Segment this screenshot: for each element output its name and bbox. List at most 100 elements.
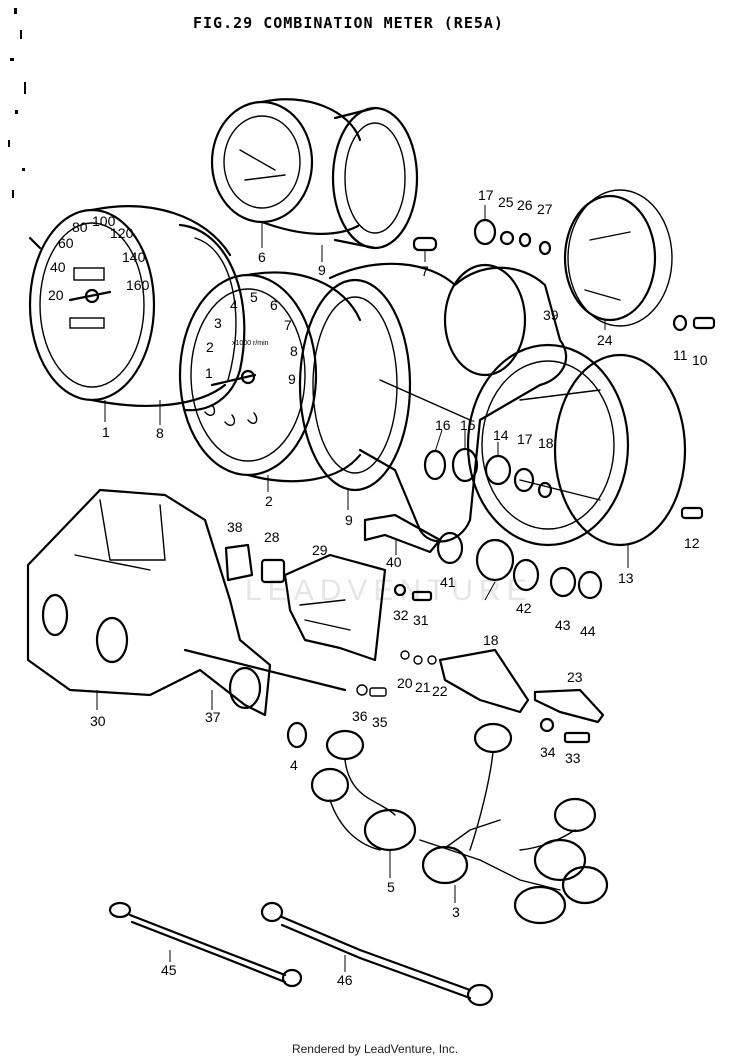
speedometer-cable-45[interactable] <box>108 901 303 988</box>
tacho-scale-label: 8 <box>290 343 298 359</box>
cap-27 <box>538 240 552 256</box>
callout-1: 1 <box>102 424 110 440</box>
tacho-scale-label: 6 <box>270 297 278 313</box>
washer-42 <box>512 558 540 592</box>
washer-20 <box>400 650 410 660</box>
callout-42: 42 <box>516 600 532 616</box>
screw-33 <box>563 731 591 744</box>
meter-case-8[interactable] <box>178 223 246 412</box>
cushion-7 <box>412 236 438 252</box>
callout-9-lower: 9 <box>345 512 353 528</box>
speedo-scale-label: 20 <box>48 287 64 303</box>
bracket-23[interactable] <box>533 688 605 724</box>
callout-22: 22 <box>432 683 448 699</box>
indicator-lens-28[interactable] <box>260 558 286 584</box>
grommet-17b <box>513 467 535 493</box>
screw-10 <box>692 316 716 330</box>
small-hardware[interactable] <box>356 218 716 744</box>
speedo-scale: 20 40 60 80 100 120 140 160 <box>48 213 150 303</box>
meter-case-9-lower[interactable] <box>298 278 412 492</box>
callout-25: 25 <box>498 194 514 210</box>
nut-18 <box>537 481 553 499</box>
callout-3: 3 <box>452 904 460 920</box>
callout-26: 26 <box>517 197 533 213</box>
speedo-scale-label: 40 <box>50 259 66 275</box>
callout-17a: 17 <box>478 187 494 203</box>
screw-31 <box>411 590 433 602</box>
tachometer-cable-46[interactable] <box>260 901 494 1007</box>
callout-30: 30 <box>90 713 106 729</box>
figure-title: FIG.29 COMBINATION METER (RE5A) <box>193 14 504 32</box>
callout-labels: 1 2 3 4 5 6 7 8 9 9 10 11 12 13 14 15 16… <box>90 187 708 988</box>
callout-16: 16 <box>435 417 451 433</box>
tacho-scale-label: 3 <box>214 315 222 331</box>
tacho-scale: 1 2 3 4 5 6 7 8 9 x1000 r/min <box>205 289 298 387</box>
callout-13: 13 <box>618 570 634 586</box>
nut-44 <box>577 570 603 600</box>
screw-12 <box>680 506 704 520</box>
callout-31: 31 <box>413 612 429 628</box>
washer-36 <box>356 684 368 696</box>
footer-credit: Rendered by LeadVenture, Inc. <box>291 1042 459 1056</box>
callout-14: 14 <box>493 427 509 443</box>
socket-15 <box>451 447 479 483</box>
callout-6: 6 <box>258 249 266 265</box>
callout-9-upper: 9 <box>318 262 326 278</box>
callout-44: 44 <box>580 623 596 639</box>
leader-lines <box>96 205 629 972</box>
callout-29: 29 <box>312 542 328 558</box>
callout-24: 24 <box>597 332 613 348</box>
callout-20: 20 <box>397 675 413 691</box>
callout-18a: 18 <box>538 435 554 451</box>
tacho-scale-label: 5 <box>250 289 258 305</box>
callout-21: 21 <box>415 679 431 695</box>
callout-17b: 17 <box>517 431 533 447</box>
indicator-housing-13[interactable] <box>466 343 687 547</box>
tacho-scale-label: 2 <box>206 339 214 355</box>
watermark: LEADVENTURE <box>245 574 533 607</box>
callout-36: 36 <box>352 708 368 724</box>
meter-case-9-upper[interactable] <box>331 106 419 250</box>
lamp-16 <box>423 449 447 481</box>
callout-33: 33 <box>565 750 581 766</box>
callout-27: 27 <box>537 201 553 217</box>
callout-18b: 18 <box>483 632 499 648</box>
washer-21 <box>413 655 423 665</box>
nut-32 <box>393 583 407 597</box>
meter-bracket-39[interactable] <box>328 262 568 543</box>
bracket-18[interactable] <box>438 648 530 714</box>
socket-cover-24[interactable] <box>563 189 673 327</box>
callout-46: 46 <box>337 972 353 988</box>
callout-10: 10 <box>692 352 708 368</box>
nut-34 <box>539 717 555 733</box>
bulb-4 <box>286 721 308 749</box>
callout-15: 15 <box>460 417 476 433</box>
callout-11: 11 <box>673 347 688 363</box>
callout-37: 37 <box>205 709 221 725</box>
callout-23: 23 <box>567 669 583 685</box>
tacho-unit-label: x1000 r/min <box>232 340 269 347</box>
washer-41b <box>475 538 515 582</box>
speedo-scale-label: 140 <box>122 249 146 265</box>
reflector-29[interactable] <box>283 553 387 662</box>
tacho-scale-label: 4 <box>230 297 238 313</box>
tachometer-2[interactable] <box>178 271 362 483</box>
callout-5: 5 <box>387 879 395 895</box>
speedo-scale-label: 160 <box>126 277 150 293</box>
callout-2: 2 <box>265 493 273 509</box>
meter-cover-30[interactable] <box>26 488 347 717</box>
callout-35: 35 <box>372 714 388 730</box>
speedo-scale-label: 80 <box>72 219 88 235</box>
bolt-40 <box>363 513 442 554</box>
callout-12: 12 <box>684 535 700 551</box>
callout-28: 28 <box>264 529 280 545</box>
callout-45: 45 <box>161 962 177 978</box>
washer-41a <box>436 531 464 565</box>
wiring-harness[interactable] <box>286 721 609 925</box>
callout-41: 41 <box>440 574 456 590</box>
lens-38[interactable] <box>224 543 254 582</box>
callout-39: 39 <box>543 307 559 323</box>
nut-22 <box>427 655 437 665</box>
speedometer-1[interactable] <box>28 205 232 407</box>
